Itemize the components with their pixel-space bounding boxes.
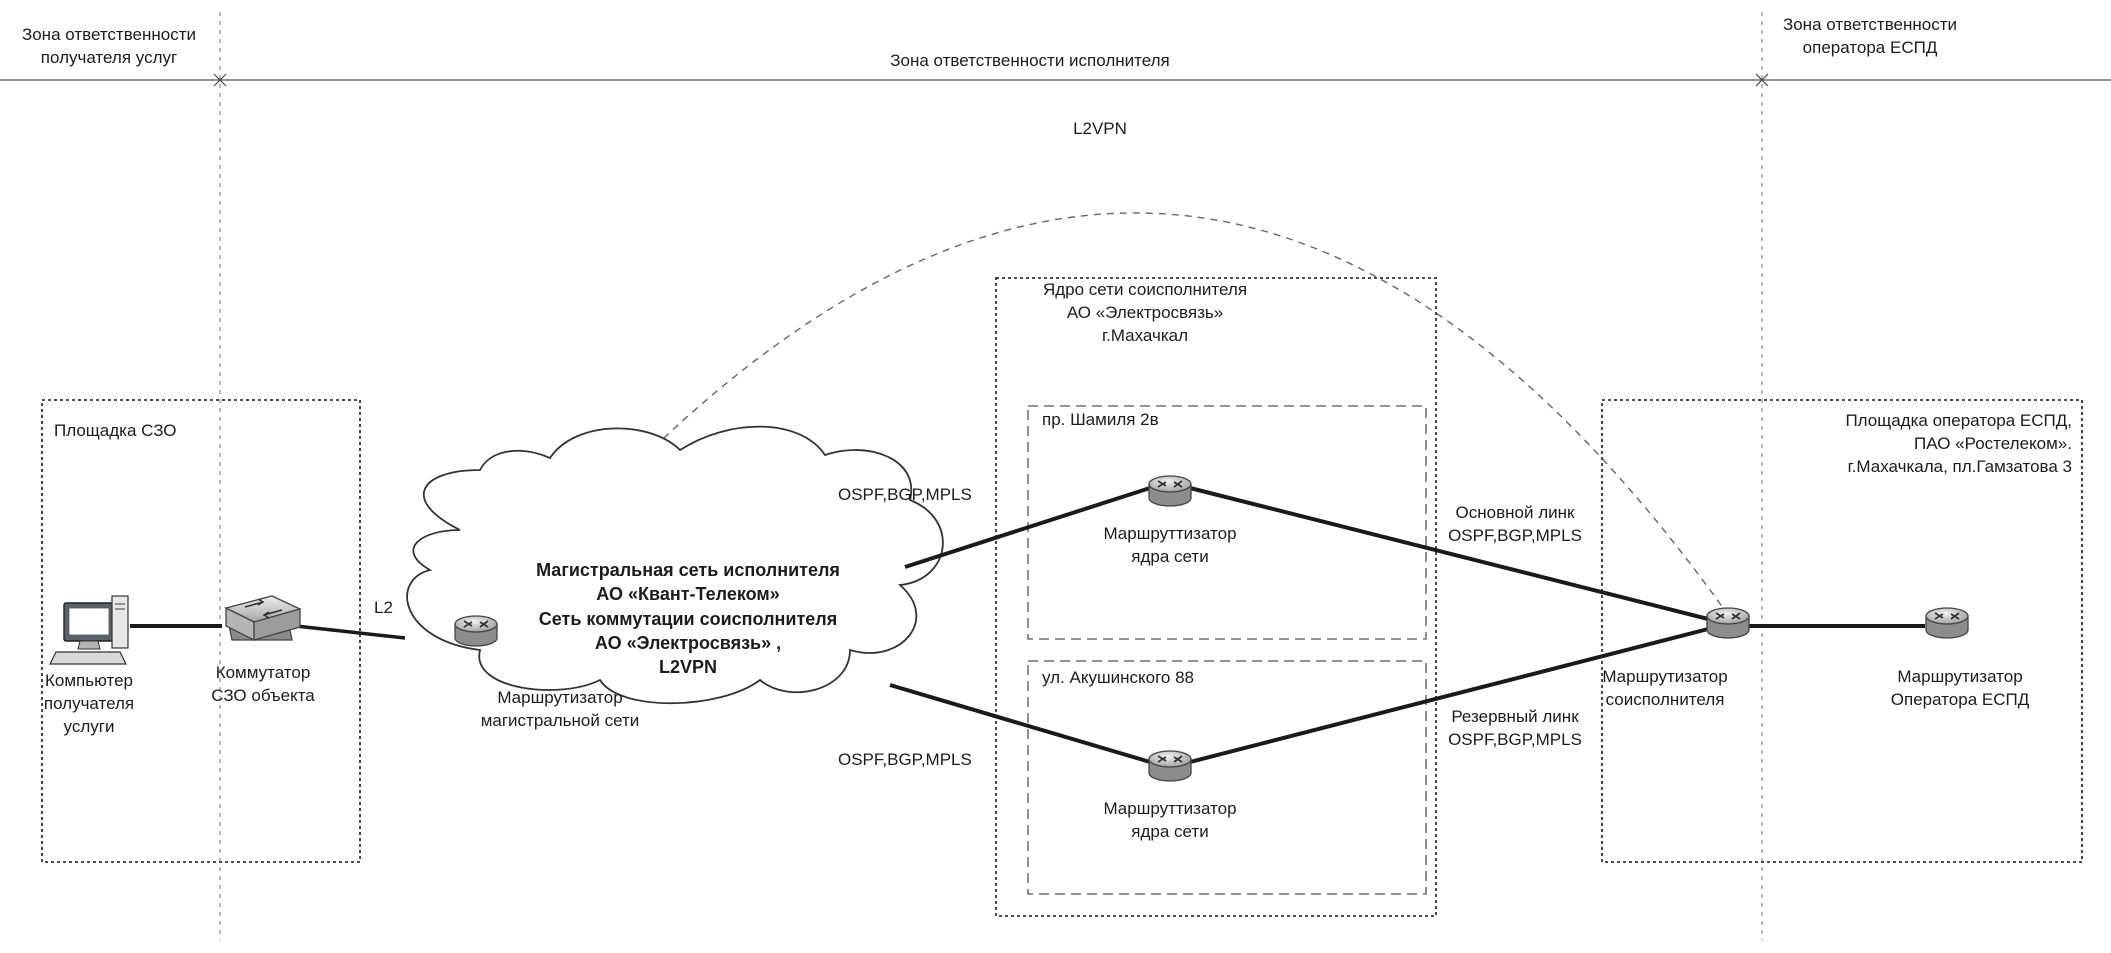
zone-operator-line2: оператора ЕСПД <box>1802 37 1938 57</box>
cloud-text-line3: Сеть коммутации соисполнителя <box>538 608 838 629</box>
backbone-router-icon <box>454 615 498 647</box>
link-cloud-core1 <box>904 486 1151 569</box>
core-router-1-icon <box>1148 475 1192 507</box>
site-akushinsk-title: ул. Акушинского 88 <box>1042 668 1194 687</box>
computer-label: Компьютер получателя услуги <box>14 670 164 739</box>
cloud-text-line1: Магистральная сеть исполнителя <box>536 560 840 580</box>
computer-icon <box>49 595 129 665</box>
backbone-cloud <box>406 425 944 705</box>
primary-link <box>1189 486 1713 622</box>
zone-operator-line1: Зона ответственности <box>1782 15 1958 34</box>
core-title-line3: г.Махачкал <box>1101 325 1189 345</box>
site-shamil-title: пр. Шамиля 2в <box>1042 410 1159 429</box>
switch-label: Коммутатор СЗО объекта <box>198 662 328 708</box>
upper-protocols-label: OSPF,BGP,MPLS <box>838 485 972 504</box>
site-szo-box <box>41 399 361 863</box>
computer-label-line2: получателя <box>43 693 135 713</box>
primary-link-label-line1: Основной линк <box>1455 503 1575 522</box>
computer-label-line1: Компьютер <box>45 671 133 690</box>
backup-link-label: Резервный линк OSPF,BGP,MPLS <box>1430 706 1600 752</box>
cloud-text-line2: АО «Квант-Телеком» <box>596 584 780 605</box>
operator-site-title: Площадка оператора ЕСПД, ПАО «Ростелеком… <box>1770 410 2072 479</box>
backbone-router-label: Маршрутизатор магистральной сети <box>460 687 660 733</box>
op-router-label-line1: Маршрутизатор <box>1897 667 2023 686</box>
operator-site-title-line3: г.Махачкала, пл.Гамзатова 3 <box>1847 456 2072 476</box>
link-l2-label: L2 <box>374 598 393 617</box>
site-shamil-box <box>1027 405 1427 640</box>
l2vpn-label: L2VPN <box>1073 119 1127 138</box>
operator-site-title-line1: Площадка оператора ЕСПД, <box>1845 411 2072 430</box>
operator-site-box <box>1601 399 2083 863</box>
co-router-label-line1: Маршрутизатор <box>1602 667 1728 686</box>
co-router-label-line2: соисполнителя <box>1605 689 1725 709</box>
core-network-box <box>995 277 1437 917</box>
operator-router-icon <box>1925 607 1969 639</box>
zone-recipient-line1: Зона ответственности <box>21 25 197 44</box>
link-switch-cloud <box>295 624 406 640</box>
backup-link <box>1189 626 1713 764</box>
backbone-router-label-line1: Маршрутизатор <box>497 688 623 707</box>
zone-recipient-line2: получателя услуг <box>40 47 178 67</box>
backbone-router-label-line2: магистральной сети <box>480 710 640 730</box>
co-executor-router-icon <box>1706 607 1750 639</box>
core-title-line2: АО «Электросвязь» <box>1066 302 1224 322</box>
core-router-2-label-line2: ядра сети <box>1131 821 1209 841</box>
computer-label-line3: услуги <box>63 716 115 736</box>
link-cloud-core2 <box>889 683 1151 764</box>
cloud-text-line4: АО «Электросвязь» , <box>594 632 782 653</box>
lower-protocols-label: OSPF,BGP,MPLS <box>838 750 972 769</box>
core-router-1-label-line2: ядра сети <box>1131 546 1209 566</box>
co-executor-router-label: Маршрутизатор соисполнителя <box>1590 666 1740 712</box>
zone-executor-title: Зона ответственности исполнителя <box>890 51 1170 70</box>
op-router-label-line2: Оператора ЕСПД <box>1890 689 2030 709</box>
switch-label-line2: СЗО объекта <box>211 685 315 705</box>
operator-router-label: Маршрутизатор Оператора ЕСПД <box>1870 666 2050 712</box>
core-network-title: Ядро сети соисполнителя АО «Электросвязь… <box>1000 279 1290 348</box>
core-router-1-label-line1: Маршруттизатор <box>1103 524 1237 543</box>
core-router-2-label-line1: Маршруттизатор <box>1103 799 1237 818</box>
zone-recipient-title: Зона ответственности получателя услуг <box>0 24 218 70</box>
zone-marker-left <box>213 73 227 87</box>
switch-label-line1: Коммутатор <box>215 663 311 682</box>
zone-operator-title: Зона ответственности оператора ЕСПД <box>1765 14 1975 60</box>
core-router-2-icon <box>1148 750 1192 782</box>
site-szo-title: Площадка СЗО <box>54 421 177 440</box>
site-akushinsk-box <box>1027 660 1427 895</box>
zone-marker-right <box>1755 73 1769 87</box>
backup-link-label-line1: Резервный линк <box>1451 707 1579 726</box>
core-router-1-label: Маршруттизатор ядра сети <box>1085 523 1255 569</box>
primary-link-label-line2: OSPF,BGP,MPLS <box>1448 525 1582 545</box>
primary-link-label: Основной линк OSPF,BGP,MPLS <box>1430 502 1600 548</box>
backup-link-label-line2: OSPF,BGP,MPLS <box>1448 729 1582 749</box>
switch-icon <box>224 595 302 642</box>
l2vpn-arc <box>487 212 1727 631</box>
backbone-cloud-text: Магистральная сеть исполнителя АО «Квант… <box>508 558 868 679</box>
core-router-2-label: Маршруттизатор ядра сети <box>1085 798 1255 844</box>
operator-site-title-line2: ПАО «Ростелеком». <box>1914 433 2072 453</box>
core-title-line1: Ядро сети соисполнителя <box>1042 280 1248 299</box>
cloud-text-line5: L2VPN <box>658 657 718 678</box>
